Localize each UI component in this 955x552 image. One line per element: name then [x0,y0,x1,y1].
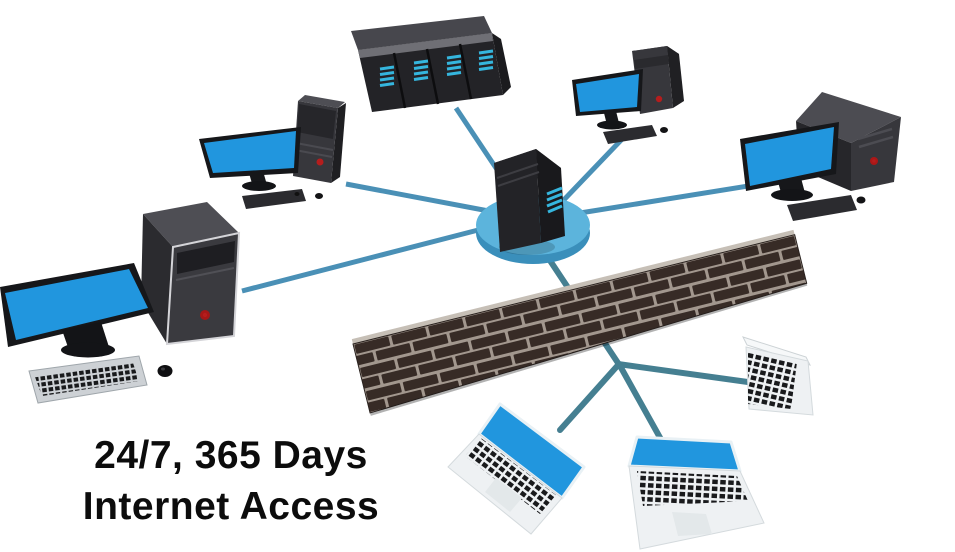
tower-top-face [298,95,345,108]
laptop-keyboard [637,471,748,506]
tower-bay-lines [294,142,334,158]
tower-side-face [667,46,684,108]
brick-wall-firewall-icon [352,234,808,414]
firewall [351,229,808,416]
laptop-bottom-left [447,402,586,535]
monitor-base [771,189,813,201]
monitor-screen-icon [204,131,296,173]
workstation-top-left [199,95,346,209]
server-vents-icon [546,186,563,214]
tower-upper-panel [297,104,336,139]
network-link-laptop-right [615,361,758,386]
mouse-icon [157,365,173,377]
caption: 24/7, 365 Days Internet Access [55,430,407,532]
laptop-lid-icon [627,435,742,473]
monitor-base [242,181,276,191]
server-bay-lines [496,163,540,187]
workstation-left [0,202,241,404]
power-button-light [872,159,876,163]
laptop-trackpad [485,478,522,512]
monitor-screen-icon [5,269,148,340]
mouse-icon [660,127,668,133]
tower-upper-panel [177,241,235,274]
rack-bay-dividers [392,43,473,109]
power-button-icon [316,158,324,166]
workstation-top-right [572,46,684,144]
keyboard-icon [603,125,657,144]
wall-top-edge [351,229,795,344]
tower-bay-lines [857,127,894,149]
tower-bay-line [175,267,235,281]
rack-top-face [351,16,492,50]
computer-tower-icon [851,117,901,191]
laptop-bottom-middle [627,435,765,550]
laptop-right [742,336,814,416]
mouse-icon [856,196,866,204]
mouse-highlight [161,367,165,371]
central-server [494,149,565,252]
rack-vents-icon [379,49,494,87]
network-link-left [241,225,487,294]
mouse-icon [315,193,323,199]
keyboard-keys [35,363,139,396]
monitor-screen-icon [576,74,639,112]
monitor-base [597,120,627,130]
wall-bottom-shade [370,283,808,416]
network-link-laptop-left [557,361,622,433]
power-button-icon [655,95,663,103]
laptop-trackpad [672,512,712,536]
network-link-top-right [556,134,627,208]
tower-top-face [143,202,239,247]
rack-top-band [358,33,493,58]
tower-upper-panel [634,55,669,69]
tower-side-face [331,103,346,183]
monitor-base [61,342,115,358]
cable-dot [294,192,300,196]
rack-side-face [492,33,511,95]
keyboard-icon [242,189,306,209]
keyboard-icon [787,195,857,221]
caption-line-2: Internet Access [82,485,380,528]
laptop-keyboard [465,438,556,514]
network-link-top-left [345,181,495,215]
caption-line-1: 24/7, 365 Days [94,434,368,477]
power-button-light [202,312,208,318]
server-tower-side [536,149,565,243]
monitor-screen-icon [745,127,834,186]
laptop-keyboard [748,352,797,409]
workstation-right [740,92,901,221]
server-rack [351,16,511,112]
